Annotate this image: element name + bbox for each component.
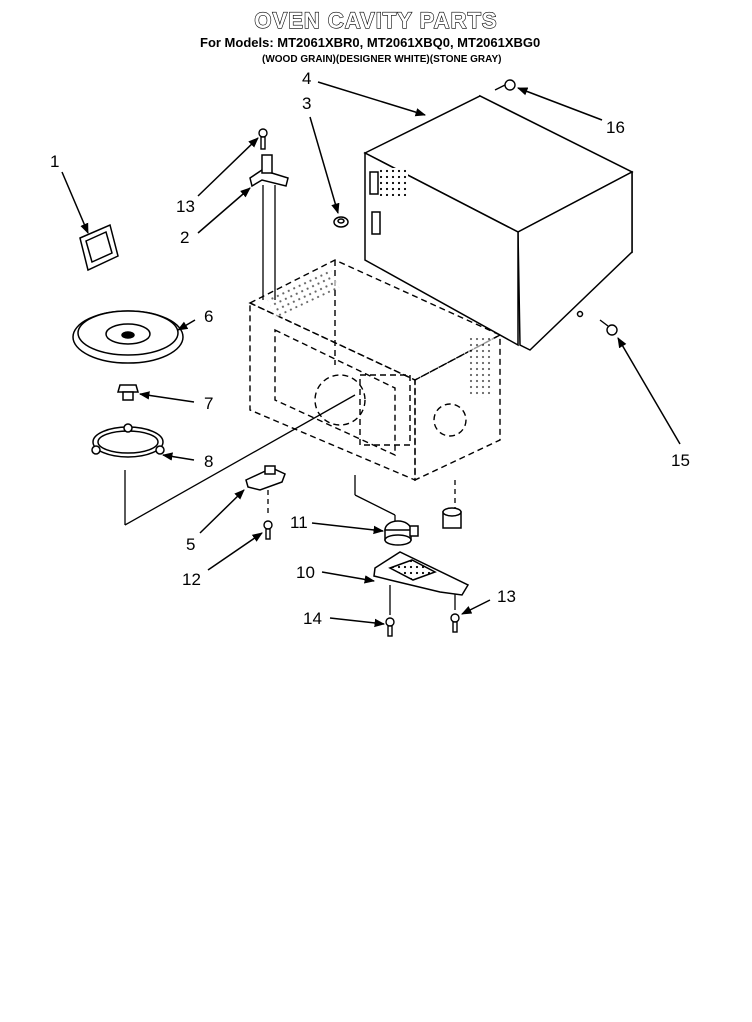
model-numbers: For Models: MT2061XBR0, MT2061XBQ0, MT20… bbox=[200, 35, 541, 50]
part-8-roller-ring bbox=[91, 423, 165, 458]
part-7-coupler bbox=[117, 384, 139, 401]
part-10-motor-bracket bbox=[373, 551, 470, 596]
page-title: OVEN CAVITY PARTS bbox=[254, 7, 498, 33]
screw-13-top bbox=[258, 128, 268, 150]
part-1-cover bbox=[79, 223, 119, 272]
oven-cavity bbox=[248, 259, 502, 482]
callout-13-bottom: 13 bbox=[497, 587, 516, 606]
model-variants: (WOOD GRAIN)(DESIGNER WHITE)(STONE GRAY) bbox=[262, 54, 502, 65]
callout-11: 11 bbox=[290, 513, 308, 532]
part-6-turntable-tray bbox=[72, 310, 184, 364]
screw-12 bbox=[263, 520, 273, 540]
screw-14 bbox=[385, 617, 395, 637]
callout-labels: 1 13 2 3 4 16 6 7 8 5 12 11 10 14 13 15 bbox=[50, 69, 690, 628]
callout-12: 12 bbox=[182, 570, 201, 589]
screws bbox=[258, 79, 618, 637]
callout-14: 14 bbox=[303, 609, 322, 628]
callout-7: 7 bbox=[204, 394, 213, 413]
cavity-ventilation-holes bbox=[266, 268, 494, 398]
callout-8: 8 bbox=[204, 452, 213, 471]
screw-13-bottom bbox=[450, 613, 460, 633]
callout-4: 4 bbox=[302, 69, 311, 88]
part-11-turntable-motor bbox=[384, 520, 419, 546]
callout-15: 15 bbox=[671, 451, 690, 470]
callout-2: 2 bbox=[180, 228, 189, 247]
callout-6: 6 bbox=[204, 307, 213, 326]
callout-16: 16 bbox=[606, 118, 625, 137]
screw-16 bbox=[494, 79, 516, 91]
leader-lines bbox=[124, 185, 456, 615]
outer-cabinet-wrapper bbox=[363, 94, 634, 351]
callout-13-top: 13 bbox=[176, 197, 195, 216]
callout-10: 10 bbox=[296, 563, 315, 582]
part-2-hinge-bracket bbox=[249, 154, 289, 188]
part-5-bracket bbox=[245, 465, 286, 491]
callout-5: 5 bbox=[186, 535, 195, 554]
callout-arrows bbox=[61, 81, 681, 628]
part-3-grommet bbox=[333, 216, 349, 228]
screw-15 bbox=[599, 319, 618, 336]
callout-3: 3 bbox=[302, 94, 311, 113]
callout-1: 1 bbox=[50, 152, 59, 171]
cavity-bushing bbox=[442, 507, 462, 529]
